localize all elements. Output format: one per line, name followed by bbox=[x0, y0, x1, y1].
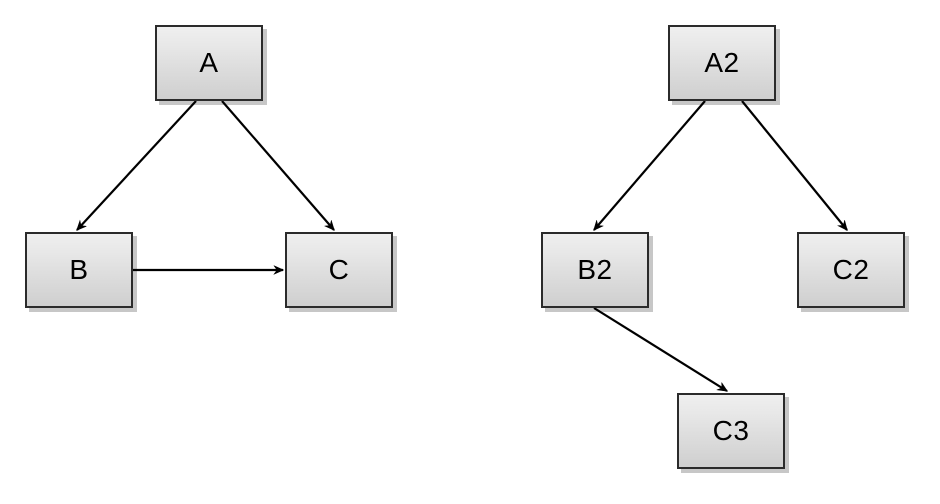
node-c[interactable]: C bbox=[285, 232, 393, 308]
node-label-c2: C2 bbox=[832, 254, 870, 285]
node-a[interactable]: A bbox=[155, 25, 263, 101]
edge-a-to-c bbox=[221, 100, 335, 230]
node-b[interactable]: B bbox=[25, 232, 133, 308]
edge-a2-to-c2 bbox=[741, 100, 848, 230]
edge-a-to-b bbox=[77, 100, 197, 230]
edge-b2-to-c3 bbox=[593, 307, 727, 392]
node-label-b: B bbox=[69, 254, 89, 285]
node-label-c: C bbox=[328, 254, 350, 285]
node-b2[interactable]: B2 bbox=[541, 232, 649, 308]
edge-group bbox=[77, 100, 848, 392]
edge-a2-to-b2 bbox=[593, 100, 706, 230]
node-label-a: A bbox=[199, 47, 219, 78]
node-label-b2: B2 bbox=[577, 254, 613, 285]
node-label-c3: C3 bbox=[712, 415, 750, 446]
node-c2[interactable]: C2 bbox=[797, 232, 905, 308]
node-c3[interactable]: C3 bbox=[677, 393, 785, 469]
node-label-a2: A2 bbox=[704, 47, 740, 78]
node-a2[interactable]: A2 bbox=[668, 25, 776, 101]
